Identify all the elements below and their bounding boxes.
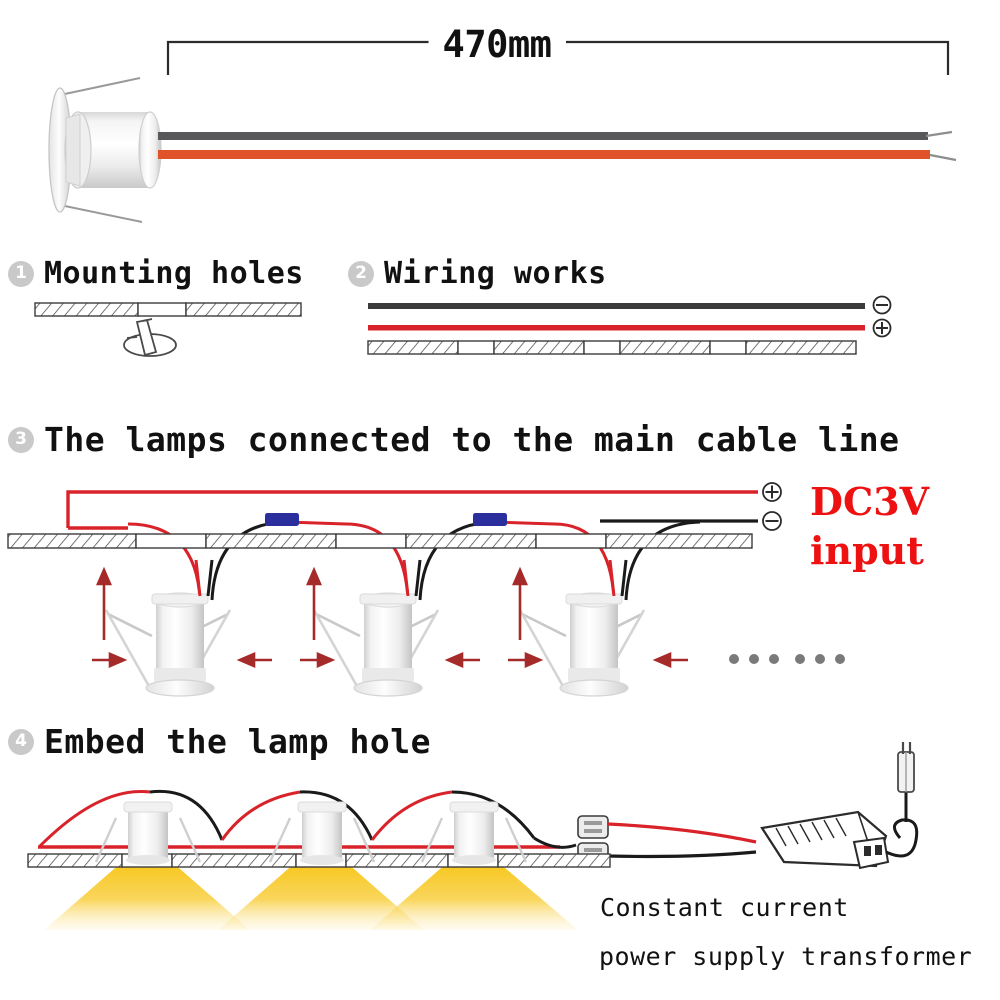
wire-connector-icon xyxy=(577,815,609,839)
light-beams xyxy=(44,862,578,930)
transformer-caption-line1: Constant current xyxy=(600,893,849,922)
step-2-label: Wiring works xyxy=(384,256,607,291)
recessed-lamp-icon xyxy=(420,801,528,865)
ceiling-board-step3 xyxy=(7,533,753,549)
recessed-lamp-icon xyxy=(312,592,440,697)
ceiling-board-step2 xyxy=(367,340,857,355)
drill-bit-icon xyxy=(123,318,177,357)
step-4-label: Embed the lamp hole xyxy=(44,722,431,761)
recessed-lamp-icon xyxy=(268,801,376,865)
step-3-heading: 3 The lamps connected to the main cable … xyxy=(8,420,899,459)
recessed-lamp-icon xyxy=(104,592,232,697)
step4-illustration xyxy=(27,742,919,930)
product-illustration xyxy=(48,77,957,223)
polarity-minus-step2 xyxy=(872,295,892,315)
push-arrows-step3 xyxy=(92,566,688,668)
wire-connector-icon xyxy=(265,513,299,526)
step-4-heading: 4 Embed the lamp hole xyxy=(8,722,431,761)
continuation-dots xyxy=(729,654,845,664)
step2-illustration xyxy=(367,295,892,355)
power-input-label: DC3V input xyxy=(810,478,929,575)
polarity-plus-step2 xyxy=(872,318,892,338)
transformer-caption: Constant current power supply transforme… xyxy=(599,884,973,982)
recessed-lamp-icon xyxy=(518,592,646,697)
step-1-label: Mounting holes xyxy=(44,256,304,291)
recessed-lamp-icon xyxy=(94,801,202,865)
step-2-heading: 2 Wiring works xyxy=(348,256,607,291)
step1-illustration xyxy=(34,302,302,357)
lamp-group-step3 xyxy=(104,592,646,697)
wire-negative xyxy=(158,132,928,140)
polarity-plus-step3 xyxy=(762,482,782,502)
transformer-caption-line2: power supply transformer xyxy=(599,941,973,971)
step3-illustration xyxy=(7,482,845,697)
step-3-label: The lamps connected to the main cable li… xyxy=(44,420,900,459)
power-input-line2: input xyxy=(810,527,924,573)
step-1-badge: 1 xyxy=(8,260,34,287)
plug-icon xyxy=(897,742,915,793)
transformer-icon xyxy=(760,810,890,870)
power-input-line1: DC3V xyxy=(810,479,930,524)
step-1-heading: 1 Mounting holes xyxy=(8,256,304,291)
step-4-badge: 4 xyxy=(8,728,34,755)
wire-connector-icon xyxy=(473,513,507,526)
step-3-badge: 3 xyxy=(8,426,34,453)
polarity-minus-step3 xyxy=(762,511,782,531)
ceiling-board-step1 xyxy=(34,302,302,317)
dimension-label: 470mm xyxy=(428,23,566,66)
dimension-bracket xyxy=(166,40,950,75)
embedded-lamp-group xyxy=(94,801,528,865)
cable-negative-step2 xyxy=(368,303,865,309)
main-cable-positive xyxy=(66,490,758,528)
cable-positive-step2 xyxy=(368,325,865,331)
step-2-badge: 2 xyxy=(348,260,374,287)
wire-positive xyxy=(158,150,930,159)
